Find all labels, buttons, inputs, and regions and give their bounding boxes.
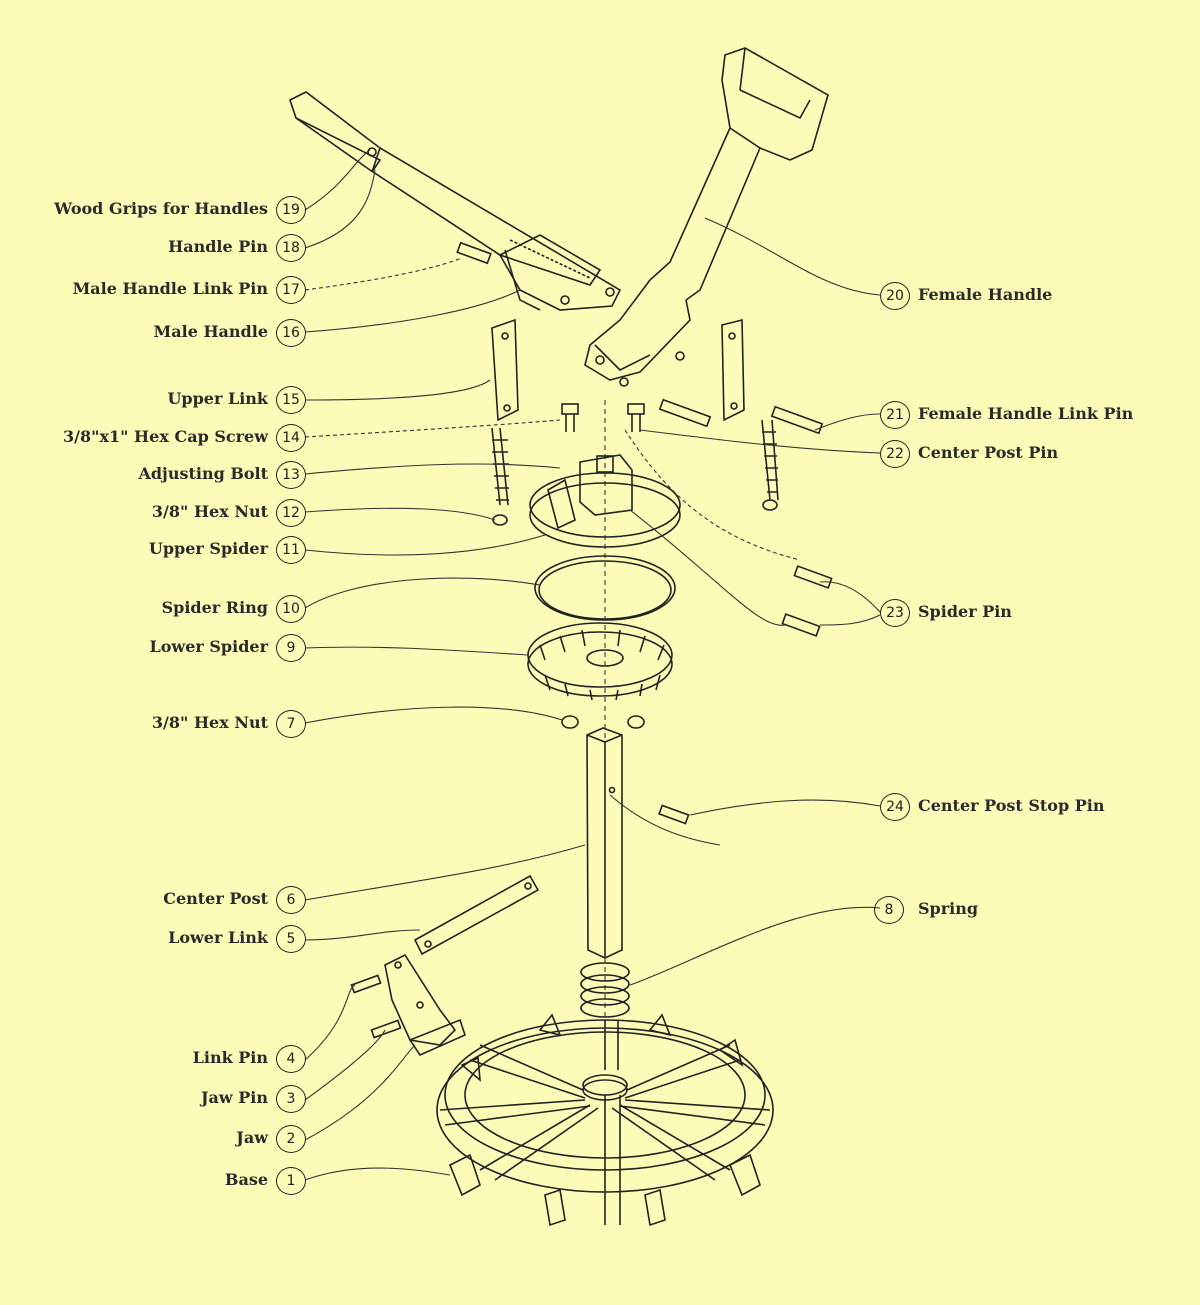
callout-number-20: 20 — [880, 282, 910, 310]
jaw-drawing — [384, 953, 466, 1057]
callout-label-spring: Spring — [918, 899, 979, 918]
callout-number-8: 8 — [874, 896, 904, 924]
callout-label-spider-pin: Spider Pin — [918, 602, 1012, 621]
callout-number-13: 13 — [276, 461, 306, 489]
callout-number-3: 3 — [276, 1085, 306, 1113]
side-springs-drawing — [491, 419, 779, 526]
lower-link-drawing — [413, 874, 540, 956]
screws-and-nuts-drawing — [561, 403, 645, 729]
female-handle-drawing — [584, 47, 829, 387]
main-spring-drawing — [580, 962, 630, 1018]
callout-label-handle-pin: Handle Pin — [168, 237, 268, 256]
callout-number-4: 4 — [276, 1045, 306, 1073]
callout-number-10: 10 — [276, 595, 306, 623]
callout-label-link-pin: Link Pin — [192, 1048, 268, 1067]
callout-label-spider-ring: Spider Ring — [161, 598, 268, 617]
pins-drawing — [350, 241, 833, 1039]
callout-number-12: 12 — [276, 499, 306, 527]
callout-label-lower-link: Lower Link — [168, 928, 268, 947]
callout-number-6: 6 — [276, 886, 306, 914]
callout-number-24: 24 — [880, 793, 910, 821]
callout-label-center-post: Center Post — [163, 889, 268, 908]
callout-number-18: 18 — [276, 234, 306, 262]
callout-label-adjusting-bolt: Adjusting Bolt — [138, 464, 268, 483]
callout-number-15: 15 — [276, 386, 306, 414]
callout-label-hex-nut-lower: 3/8" Hex Nut — [151, 713, 268, 732]
callout-number-9: 9 — [276, 634, 306, 662]
callout-label-jaw: Jaw — [236, 1128, 268, 1147]
callout-label-male-handle: Male Handle — [153, 322, 268, 341]
callout-number-7: 7 — [276, 710, 306, 738]
callout-number-19: 19 — [276, 196, 306, 224]
callout-label-hex-cap-screw: 3/8"x1" Hex Cap Screw — [63, 427, 268, 446]
callout-number-16: 16 — [276, 319, 306, 347]
base-drawing — [436, 1013, 774, 1227]
callout-label-upper-link: Upper Link — [167, 389, 268, 408]
callout-label-hex-nut-upper: 3/8" Hex Nut — [151, 502, 268, 521]
callout-label-female-handle: Female Handle — [918, 285, 1053, 304]
callout-label-wood-grips: Wood Grips for Handles — [54, 199, 268, 218]
lower-spider-drawing — [527, 622, 673, 701]
callout-label-upper-spider: Upper Spider — [148, 539, 268, 558]
callout-label-male-handle-link-pin: Male Handle Link Pin — [72, 279, 268, 298]
callout-number-21: 21 — [880, 401, 910, 429]
leader-lines — [304, 149, 881, 1181]
callout-number-2: 2 — [276, 1125, 306, 1153]
callout-label-base: Base — [224, 1170, 268, 1189]
callout-number-22: 22 — [880, 440, 910, 468]
callout-label-center-post-stop-pin: Center Post Stop Pin — [918, 796, 1105, 815]
callout-label-jaw-pin: Jaw Pin — [200, 1088, 268, 1107]
callout-number-23: 23 — [880, 599, 910, 627]
upper-link-drawing — [491, 318, 745, 422]
callout-number-1: 1 — [276, 1167, 306, 1195]
male-handle-drawing — [289, 91, 622, 311]
callout-label-center-post-pin: Center Post Pin — [918, 443, 1059, 462]
callout-number-14: 14 — [276, 424, 306, 452]
callout-number-11: 11 — [276, 536, 306, 564]
callout-label-female-handle-link-pin: Female Handle Link Pin — [918, 404, 1134, 423]
callout-number-17: 17 — [276, 276, 306, 304]
callout-number-5: 5 — [276, 925, 306, 953]
callout-label-lower-spider: Lower Spider — [149, 637, 269, 656]
